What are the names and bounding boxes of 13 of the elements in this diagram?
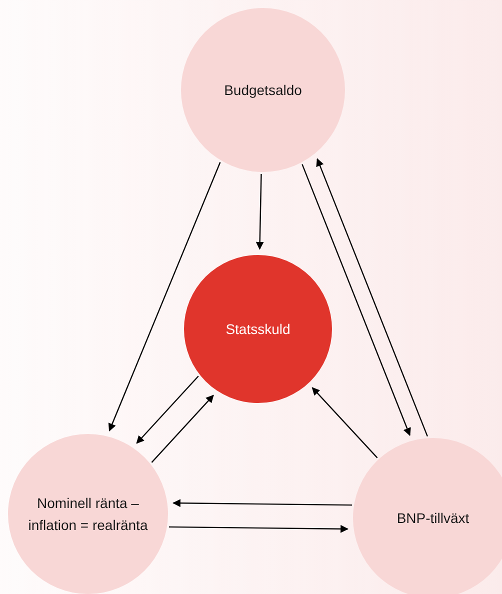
arrow xyxy=(108,162,221,432)
node-label: Budgetsaldo xyxy=(224,80,302,100)
arrow xyxy=(256,174,264,250)
arrow xyxy=(312,387,378,458)
node-label: Nominell ränta – inflation = realränta xyxy=(27,494,149,535)
arrow xyxy=(172,499,352,508)
arrow xyxy=(136,376,199,444)
arrow xyxy=(302,164,411,436)
arrow xyxy=(316,158,428,436)
arrow xyxy=(168,524,349,533)
arrow xyxy=(151,394,214,463)
node-label: Statsskuld xyxy=(226,320,290,339)
node-label: BNP-tillväxt xyxy=(396,508,470,528)
